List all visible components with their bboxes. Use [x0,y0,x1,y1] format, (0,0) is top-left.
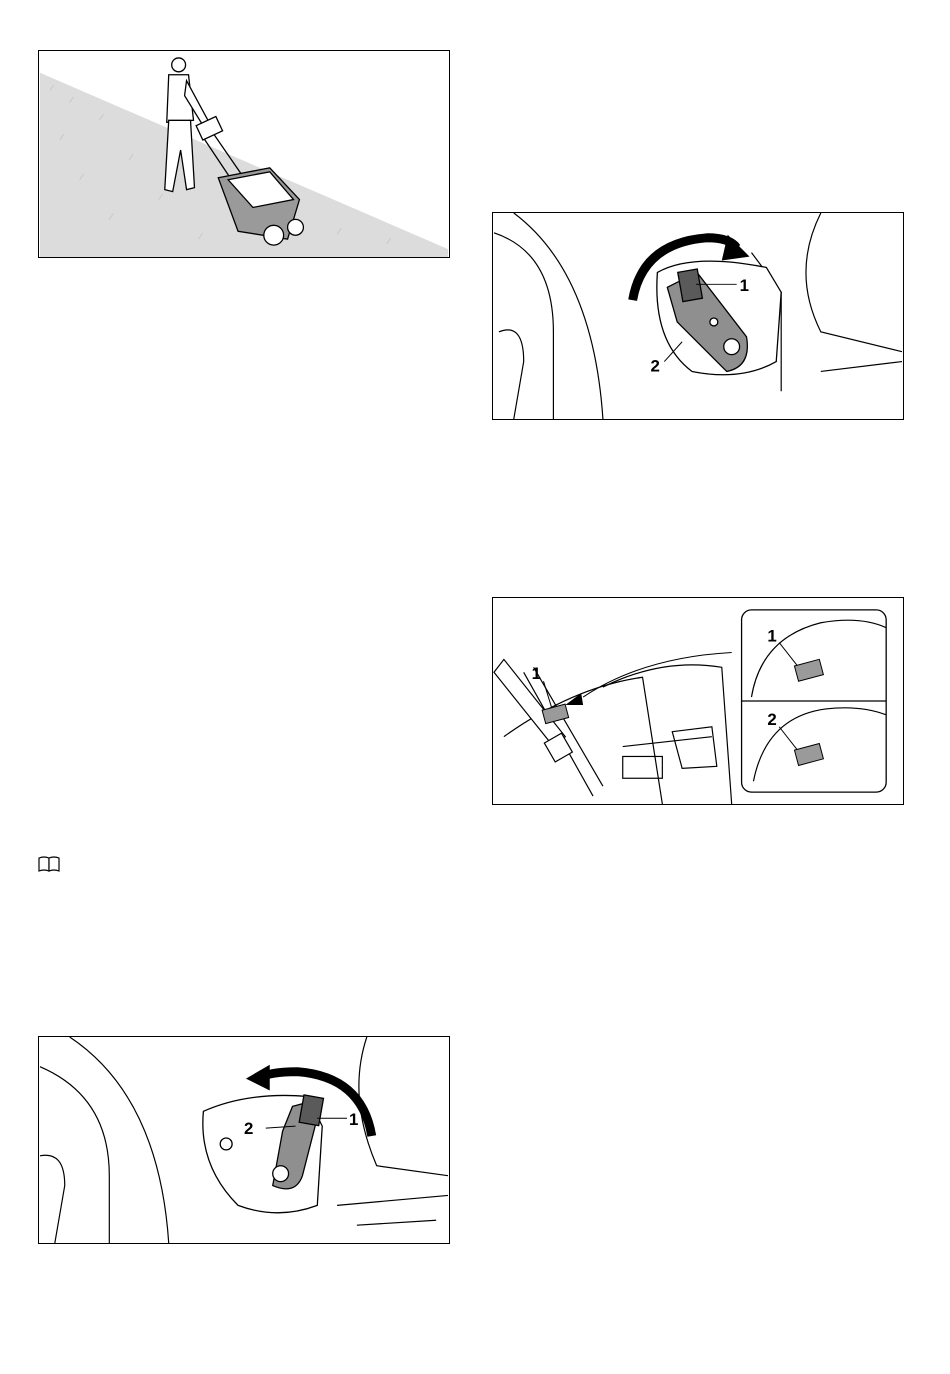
inset-panel: 1 2 [742,610,887,792]
callout-label: 1 [740,276,749,295]
lever-grip-1 [678,269,703,302]
figure-lever-turn-right: 1 2 [492,212,904,420]
callout-label: 2 [650,356,659,375]
figure-mowing-on-slope [38,50,450,258]
mowing-illustration [39,51,449,257]
figure-lever-turn-left: 1 2 [38,1036,450,1244]
lever-left-illustration: 1 2 [39,1037,449,1243]
callout-label: 2 [767,710,776,729]
leader-1 [544,681,552,707]
callout-label: 1 [349,1110,358,1129]
lever-right-illustration: 1 2 [493,213,903,419]
pointer-line [583,652,732,697]
callout-label: 1 [532,664,541,683]
housing-outlines [504,665,732,804]
book-icon [38,856,60,872]
figure-key-slot: 1 1 2 [492,597,904,805]
key-slot-illustration: 1 1 2 [493,598,903,804]
callout-label: 2 [244,1119,253,1138]
callout-label: 1 [767,627,776,646]
lever-grip-1 [299,1095,323,1126]
arrow-head [246,1065,270,1091]
